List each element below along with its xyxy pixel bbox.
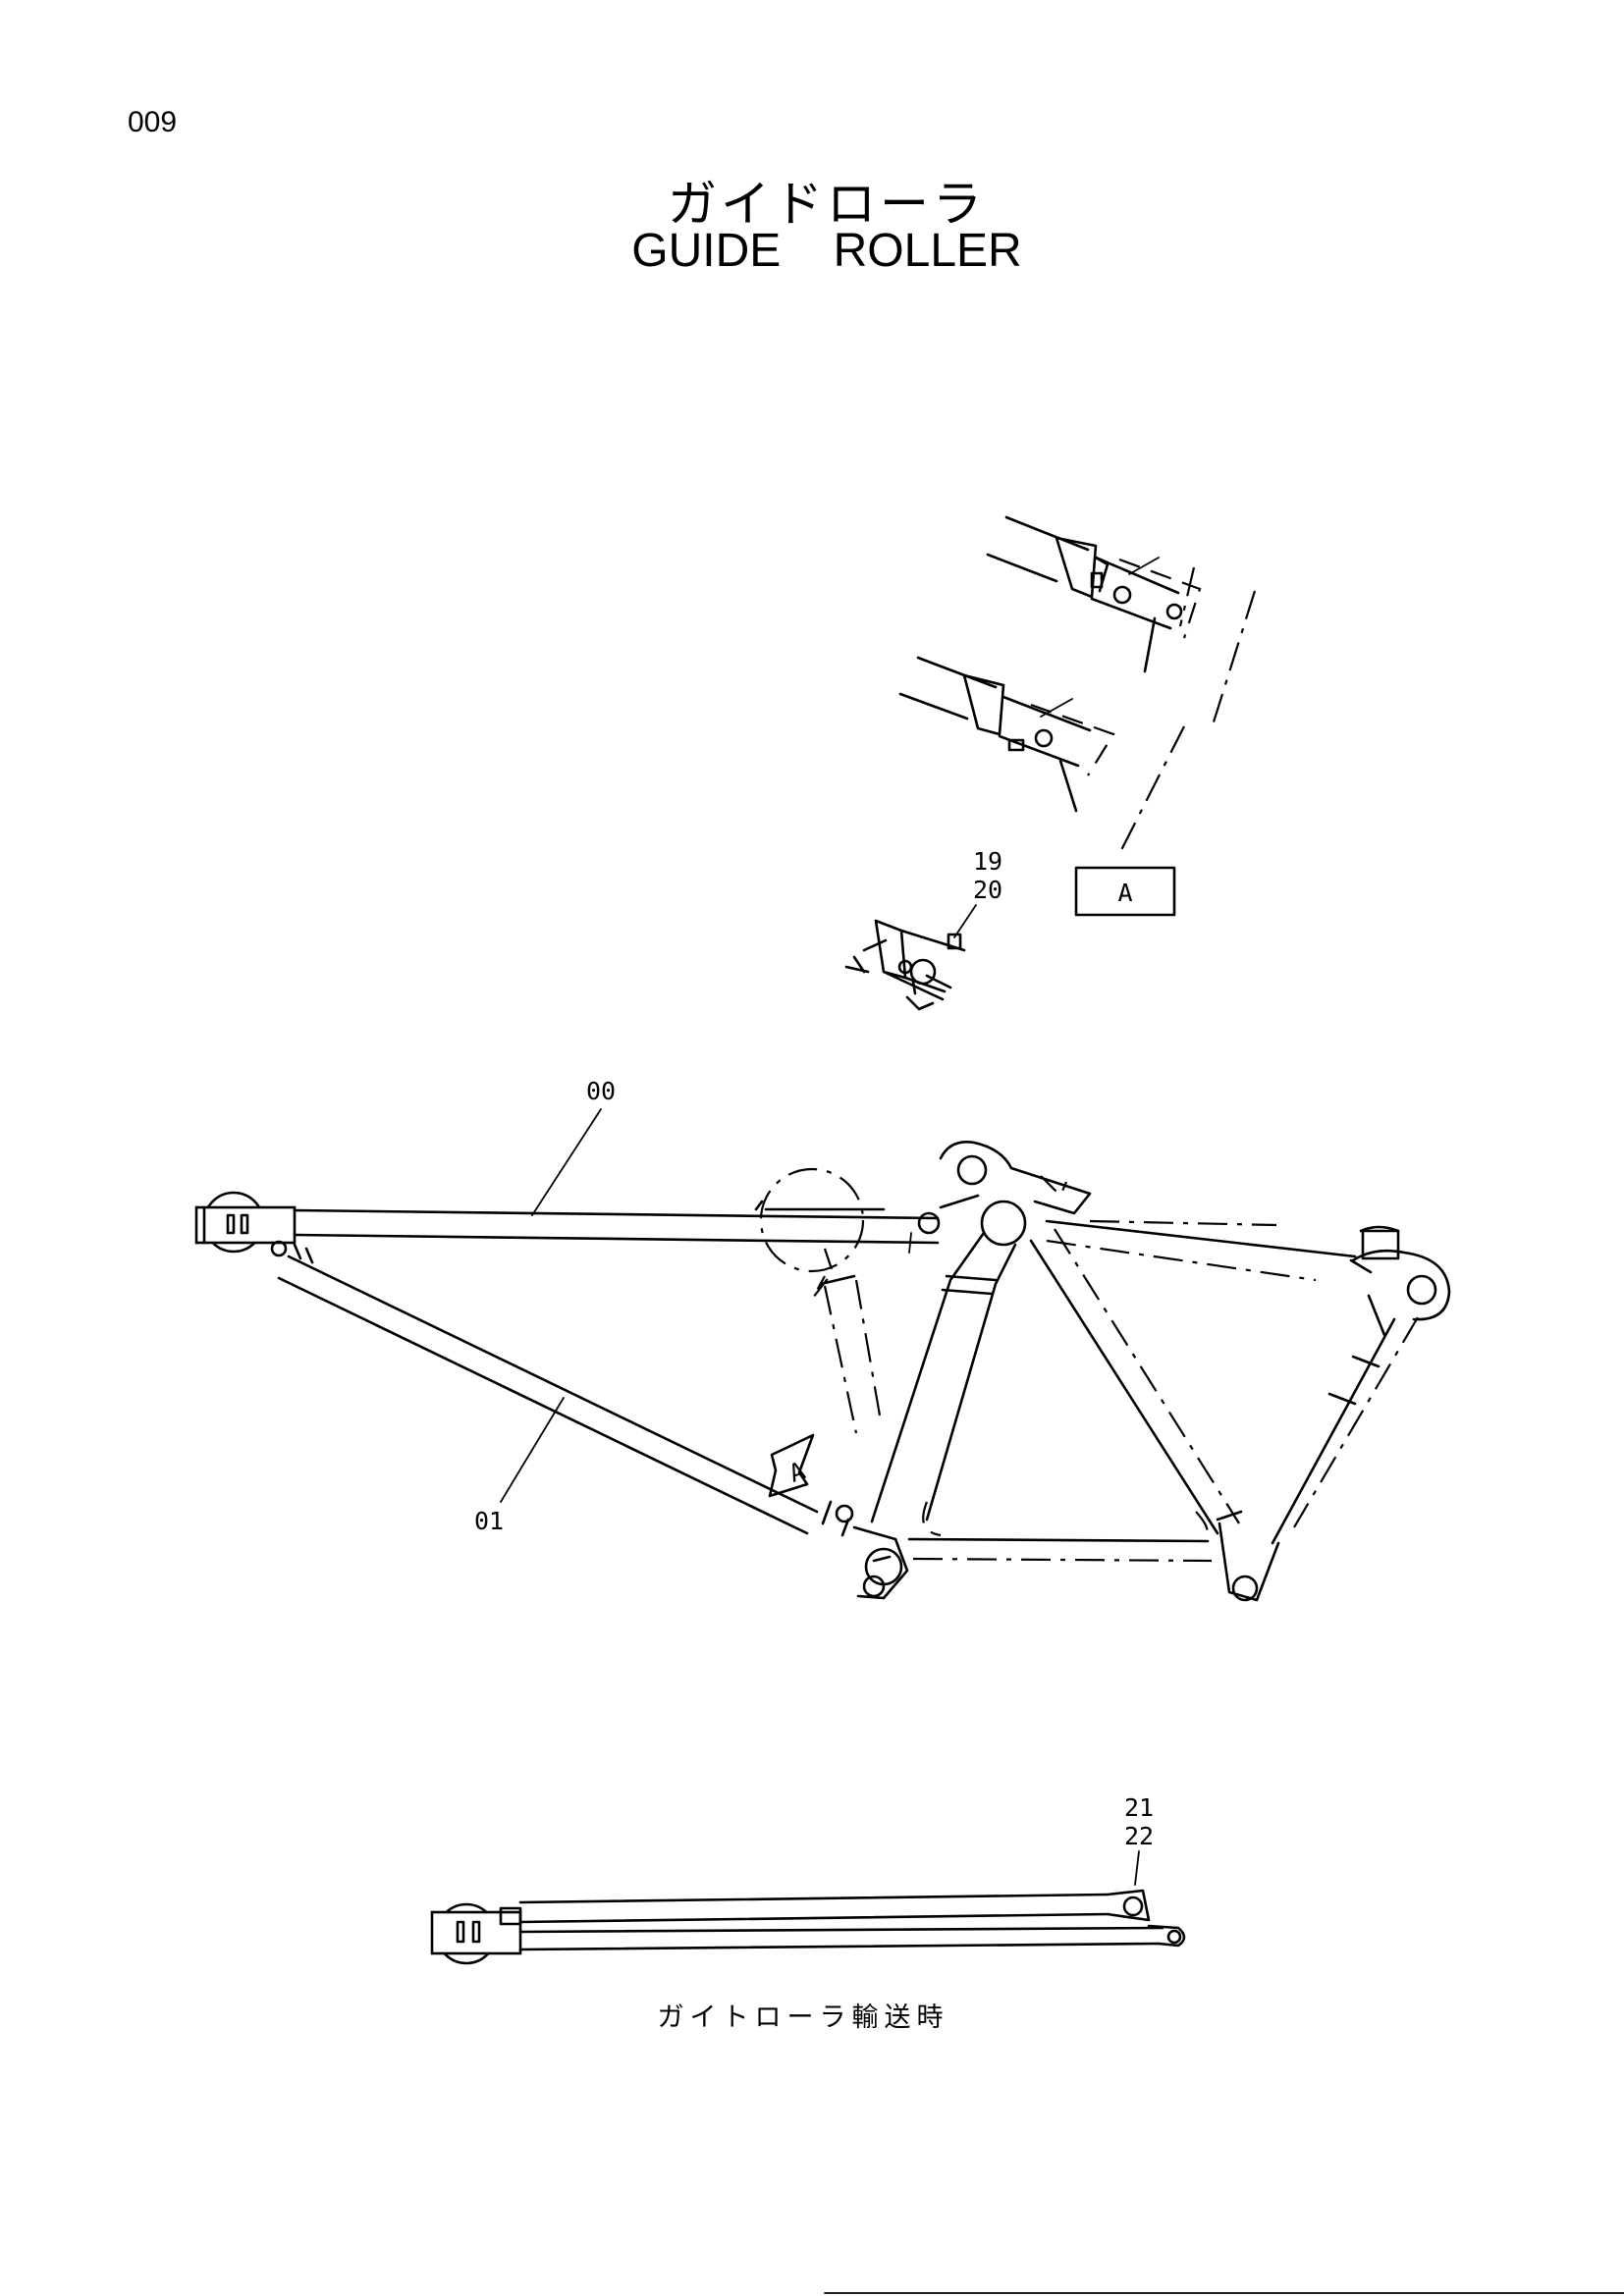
- detail-view-a: A: [898, 515, 1257, 917]
- callout-20: 20: [973, 876, 1002, 904]
- transport-caption: ガイトローラ輸送時: [658, 2002, 949, 2033]
- main-assembly: A 00 01: [194, 1077, 1451, 1602]
- callout-00: 00: [586, 1077, 616, 1105]
- callout-19: 19: [973, 847, 1002, 876]
- callout-21: 21: [1124, 1793, 1154, 1822]
- view-a-box: [1074, 866, 1176, 917]
- transport-view: 21 22 ガイトローラ輸送時: [430, 1793, 1186, 2033]
- detail-parts-19-20: 19 20: [844, 847, 1002, 1011]
- page-title-japanese: ガイドローラ: [668, 176, 986, 233]
- callout-01: 01: [474, 1507, 504, 1535]
- view-a-arrow-label: A: [785, 1456, 809, 1487]
- page-title-english: GUIDE ROLLER: [631, 225, 1022, 277]
- callout-22: 22: [1124, 1822, 1154, 1850]
- page-number: 009: [128, 106, 178, 138]
- view-a-box-label: A: [1117, 879, 1132, 907]
